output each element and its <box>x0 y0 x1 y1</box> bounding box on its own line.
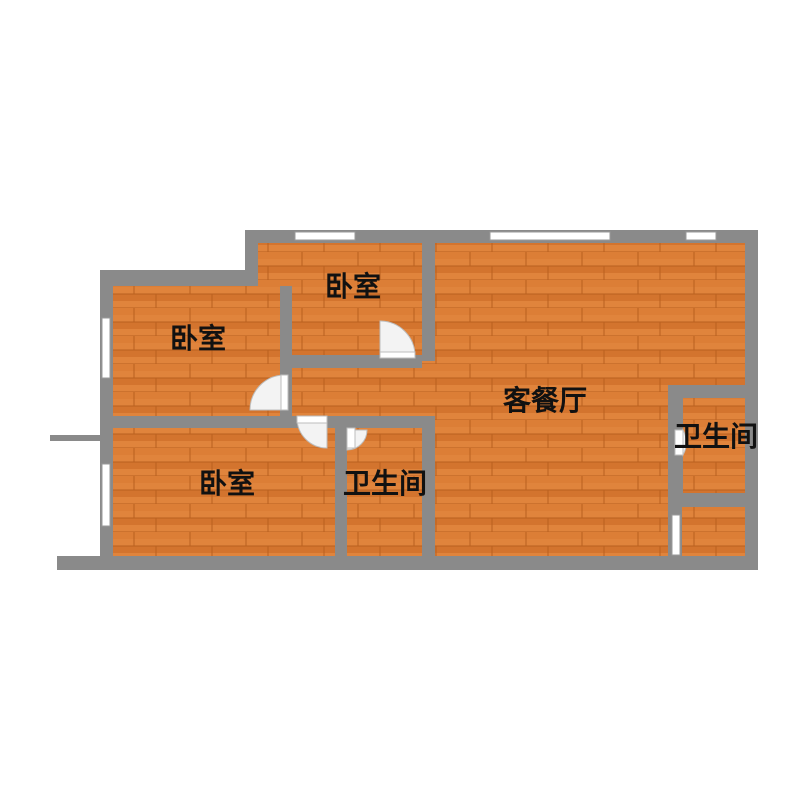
label-living-dining: 客餐厅 <box>503 384 587 417</box>
label-bedroom-left: 卧室 <box>170 322 226 355</box>
label-bathroom-center: 卫生间 <box>343 467 427 500</box>
doors <box>249 320 687 457</box>
windows <box>101 231 717 556</box>
window-bedroom-bottom <box>101 463 111 527</box>
room-labels: 卧室 卧室 卧室 客餐厅 卫生间 卫生间 <box>170 270 758 500</box>
label-bedroom-bottom: 卧室 <box>199 467 255 500</box>
floor-corridor <box>292 368 437 416</box>
door-bedroom-left <box>249 374 283 411</box>
window-living-top <box>489 231 611 241</box>
floor-bathroom-center <box>347 428 422 556</box>
window-right <box>671 514 681 556</box>
label-bedroom-top: 卧室 <box>325 270 381 303</box>
floor-living-ext <box>422 355 438 416</box>
window-bedroom-left <box>101 317 111 379</box>
window-bedroom-top <box>294 231 356 241</box>
label-bathroom-right: 卫生间 <box>674 420 758 453</box>
floor-bathroom-right <box>683 398 745 493</box>
door-bedroom-bottom <box>296 417 328 449</box>
window-living-top-right <box>685 231 717 241</box>
floor-bedroom-bottom <box>113 428 335 556</box>
floor-bedroom-left <box>113 286 280 416</box>
